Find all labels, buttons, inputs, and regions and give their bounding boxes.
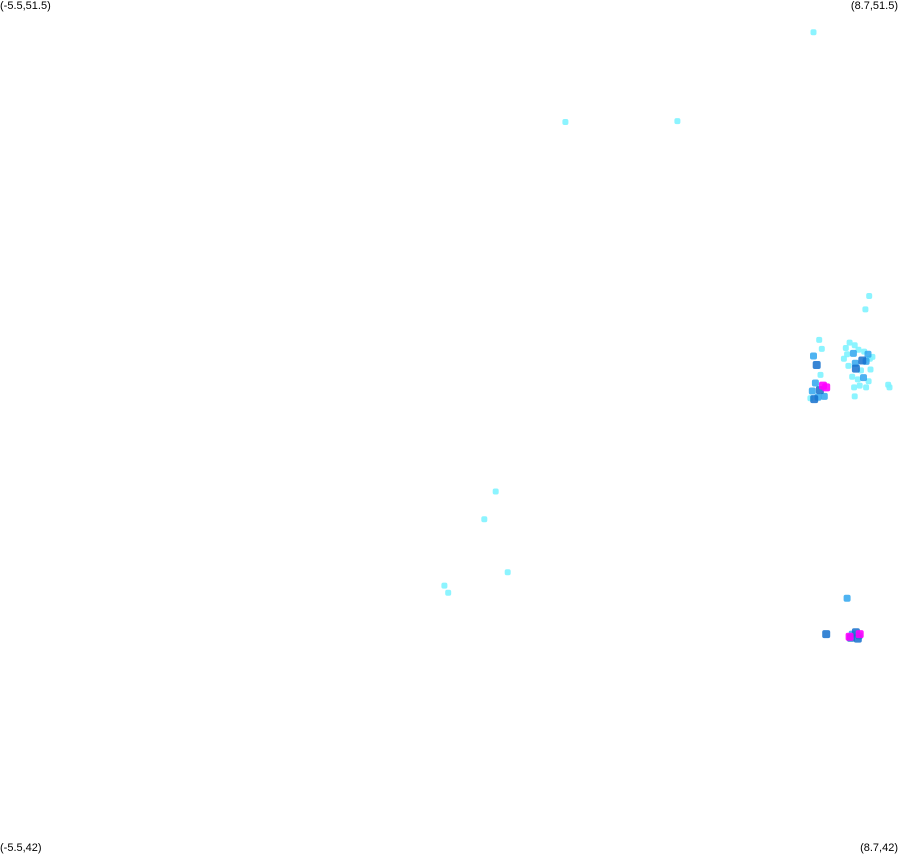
map-point-low [441, 582, 448, 589]
map-point-low [862, 306, 869, 313]
map-point-low [674, 118, 681, 125]
map-point-low [445, 589, 452, 596]
top-left-coordinate-label: (-5.5,51.5) [0, 0, 51, 12]
map-point-high [812, 361, 821, 369]
bottom-right-coordinate-label: (8.7,42) [860, 842, 898, 854]
point-layer [441, 29, 893, 643]
map-point-peak [855, 630, 864, 639]
map-point-high [851, 364, 860, 373]
map-point-low [851, 342, 858, 349]
map-point-low [865, 378, 872, 385]
map-point-low [855, 346, 862, 353]
map-point-low [851, 384, 858, 391]
map-point-low [854, 376, 861, 383]
map-point-peak [845, 632, 854, 641]
map-point-low [849, 373, 856, 380]
map-point-low [562, 119, 569, 125]
map-point-medium [849, 349, 857, 357]
map-point-medium [811, 379, 819, 387]
map-point-low [867, 366, 874, 373]
map-point-high [822, 630, 831, 639]
map-point-low [856, 382, 863, 389]
map-point-low [844, 351, 851, 358]
map-point-low [816, 336, 823, 343]
map-point-low [863, 384, 870, 391]
map-point-low [846, 339, 853, 346]
map-point-high [858, 356, 867, 365]
map-point-low [866, 293, 873, 299]
map-point-low [492, 488, 499, 495]
map-point-medium [810, 352, 817, 360]
map-point-low [886, 384, 893, 391]
map-point-high [810, 395, 819, 404]
map-point-medium [808, 387, 816, 395]
bottom-left-coordinate-label: (-5.5,42) [0, 842, 42, 854]
map-point-medium [843, 594, 851, 602]
map-point-medium [864, 350, 872, 358]
map-point-medium [860, 374, 867, 382]
map-point-low [818, 345, 825, 352]
map-point-low [845, 362, 852, 369]
map-point-low [481, 516, 488, 523]
map-point-low [504, 569, 511, 576]
map-point-medium [820, 392, 828, 400]
map-point-low [810, 29, 817, 36]
map-point-peak [822, 383, 831, 392]
map-point-low [851, 393, 858, 400]
map-point-low [817, 371, 824, 378]
map-point-low [842, 345, 849, 351]
top-right-coordinate-label: (8.7,51.5) [850, 0, 898, 12]
map-point-low [840, 355, 847, 362]
